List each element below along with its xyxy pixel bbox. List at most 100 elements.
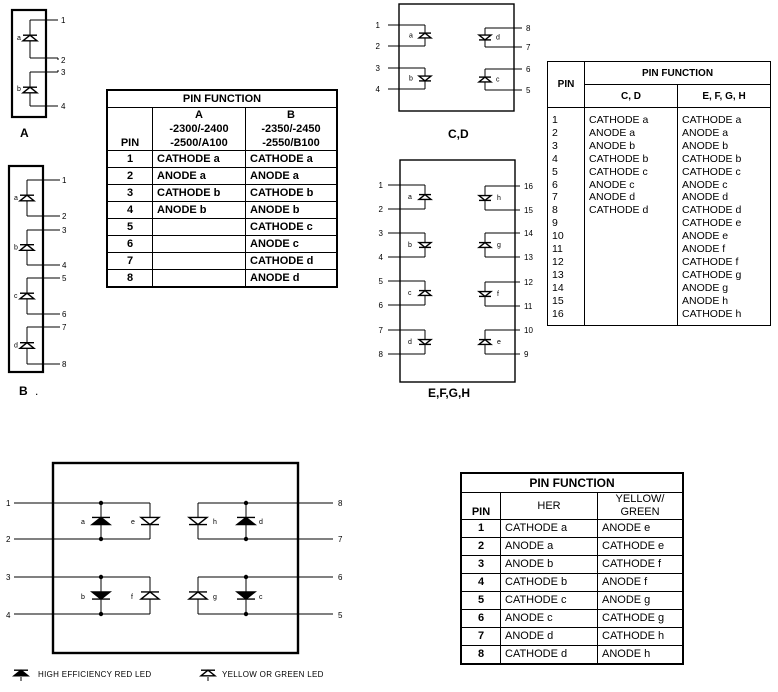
led-h-icon bbox=[477, 194, 493, 202]
pin-function-table-ab: PIN FUNCTION PIN A -2300/-2400 -2500/A10… bbox=[106, 89, 338, 288]
figure-a-package-outline bbox=[10, 8, 48, 119]
table-cd-cd-list: CATHODE a ANODE a ANODE b CATHODE b CATH… bbox=[584, 107, 678, 326]
pin-number-label: 15 bbox=[524, 206, 533, 215]
legend-her-label: HIGH EFFICIENCY RED LED bbox=[38, 670, 152, 679]
pin-number-label: 13 bbox=[524, 253, 533, 262]
table-led-pin-header-text: PIN bbox=[471, 506, 491, 518]
figure-efgh-label: E,F,G,H bbox=[428, 386, 471, 400]
table-ab-col-b-line: B bbox=[287, 109, 295, 121]
led-d-her-icon bbox=[235, 516, 257, 526]
pin-number: 5 bbox=[460, 591, 501, 610]
pin-function-yg: CATHODE h bbox=[597, 627, 684, 646]
led-f-icon bbox=[477, 290, 493, 298]
segment-label: e bbox=[497, 339, 501, 346]
figure-b-package-outline bbox=[7, 164, 45, 374]
segment-label: c bbox=[408, 290, 412, 297]
table-cd-pin-list: 1 2 3 4 5 6 7 8 9 10 11 12 13 14 15 16 bbox=[547, 107, 585, 326]
pin-function-b: CATHODE b bbox=[245, 184, 338, 202]
segment-label: d bbox=[496, 35, 500, 42]
led-h-yg-icon bbox=[187, 516, 209, 526]
segment-label: c bbox=[14, 293, 18, 300]
led-d-icon bbox=[477, 34, 493, 41]
pin-number: 1 bbox=[460, 519, 501, 538]
segment-label: f bbox=[497, 291, 499, 298]
pin-number-label: 4 bbox=[62, 261, 67, 270]
table-cd-col-cd-header: C, D bbox=[584, 84, 678, 108]
figure-b-label-text: B bbox=[19, 384, 28, 398]
figure-led-package-outline bbox=[51, 461, 300, 655]
pin-number-label: 4 bbox=[61, 102, 66, 111]
led-c-icon bbox=[18, 292, 36, 300]
table-cd-efgh-list: CATHODE a ANODE a ANODE b CATHODE b CATH… bbox=[677, 107, 771, 326]
led-b-icon bbox=[417, 75, 433, 82]
yg-led-icon bbox=[199, 669, 217, 677]
pin-number: 4 bbox=[460, 573, 501, 592]
pin-function-her: CATHODE d bbox=[500, 645, 598, 665]
junction-dot bbox=[98, 611, 104, 617]
segment-label: d bbox=[408, 339, 412, 346]
pin-number-label: 8 bbox=[338, 499, 343, 508]
table-led-yg-line: YELLOW/ bbox=[615, 493, 665, 505]
pin-function-a: CATHODE b bbox=[152, 184, 246, 202]
segment-label: b bbox=[14, 245, 18, 252]
led-d-icon bbox=[18, 341, 36, 349]
pin-number-label: 12 bbox=[524, 278, 533, 287]
pin-number-label: 2 bbox=[62, 212, 67, 221]
pin-number-label: 1 bbox=[379, 181, 384, 190]
segment-label: f bbox=[131, 594, 133, 601]
table-cd-col-efgh-header: E, F, G, H bbox=[677, 84, 771, 108]
pin-function-her: CATHODE a bbox=[500, 519, 598, 538]
table-cd-title: PIN FUNCTION bbox=[584, 61, 771, 85]
pin-function-a bbox=[152, 218, 246, 236]
segment-label: h bbox=[213, 519, 217, 526]
figure-b-label: B . bbox=[19, 384, 38, 398]
table-ab-col-a-line: A bbox=[195, 109, 203, 121]
pin-number-label: 5 bbox=[379, 277, 384, 286]
pin-number-label: 8 bbox=[379, 350, 384, 359]
pin-number-label: 6 bbox=[338, 573, 343, 582]
segment-label: a bbox=[14, 195, 18, 202]
figure-efgh-package-outline bbox=[399, 159, 516, 383]
pin-function-yg: ANODE h bbox=[597, 645, 684, 665]
pin-number-label: 2 bbox=[6, 535, 11, 544]
segment-label: b bbox=[81, 594, 85, 601]
table-led-pin-header: PIN bbox=[460, 492, 501, 520]
led-b-icon bbox=[21, 86, 39, 94]
pin-number-label: 7 bbox=[379, 326, 384, 335]
pin-function-her: ANODE a bbox=[500, 537, 598, 556]
pin-number-label: 5 bbox=[338, 611, 343, 620]
pin-function-b: CATHODE a bbox=[245, 150, 338, 168]
pin-function-b: ANODE a bbox=[245, 167, 338, 185]
led-a-icon bbox=[417, 32, 433, 39]
led-c-icon bbox=[477, 76, 493, 83]
led-g-yg-icon bbox=[187, 591, 209, 600]
figure-b-label-dot: . bbox=[35, 384, 39, 398]
pin-number-label: 10 bbox=[524, 326, 533, 335]
table-ab-col-a-line: -2500/A100 bbox=[170, 137, 228, 149]
pin-function-b: ANODE d bbox=[245, 269, 338, 288]
pin-number-label: 2 bbox=[379, 205, 384, 214]
table-ab-pin-header: PIN bbox=[106, 107, 153, 151]
pin-number-label: 7 bbox=[62, 323, 67, 332]
pin-number-label: 4 bbox=[376, 85, 381, 94]
segment-label: a bbox=[81, 519, 85, 526]
led-e-yg-icon bbox=[139, 516, 161, 526]
pin-number: 6 bbox=[106, 235, 153, 253]
table-ab-col-b-header: B -2350/-2450 -2550/B100 bbox=[245, 107, 338, 151]
pin-number-label: 3 bbox=[6, 573, 11, 582]
pin-number-label: 1 bbox=[6, 499, 11, 508]
pin-number: 8 bbox=[460, 645, 501, 665]
junction-dot bbox=[243, 500, 249, 506]
led-a-icon bbox=[417, 193, 433, 201]
